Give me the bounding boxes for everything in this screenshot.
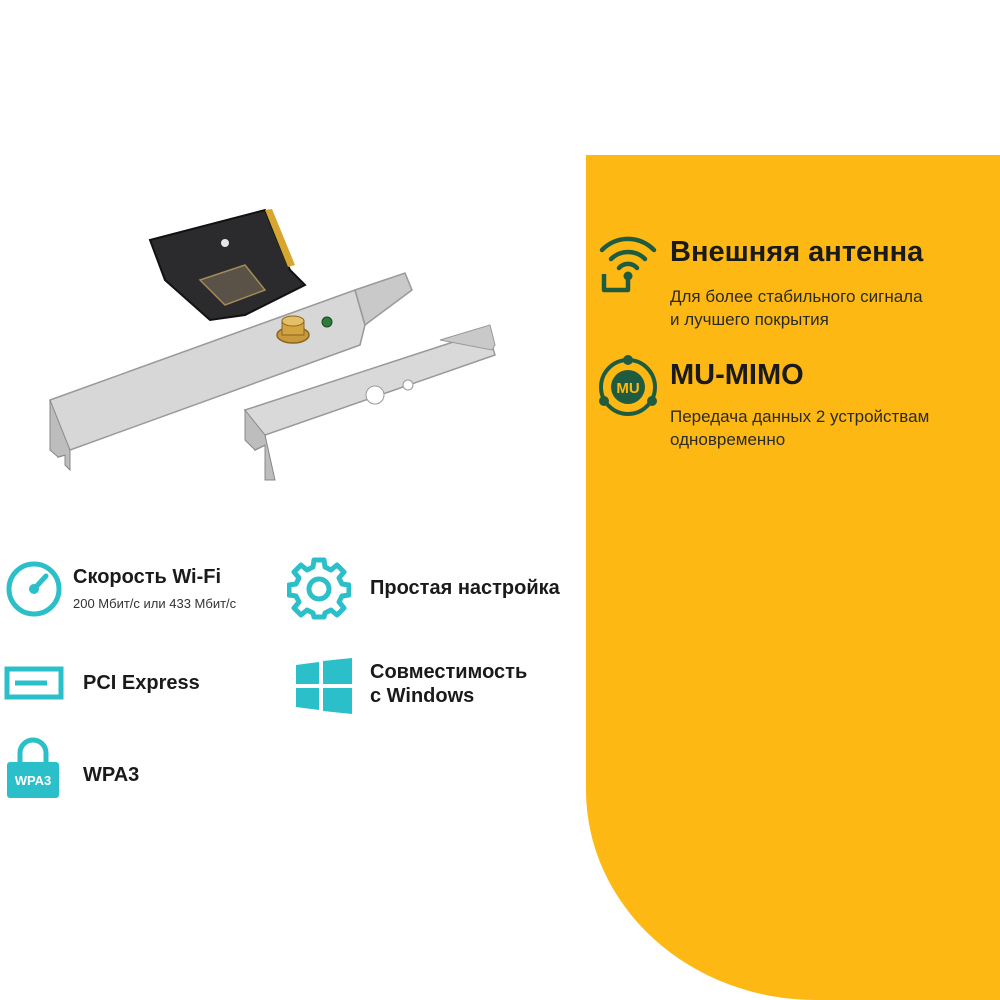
feature-easy-setup: Простая настройка — [285, 555, 575, 625]
antenna-description: Для более стабильного сигнала и лучшего … — [670, 287, 923, 329]
easy-setup-label: Простая настройка — [370, 577, 560, 599]
speedometer-icon — [6, 561, 62, 617]
feature-wifi-speed: Скорость Wi-Fi 200 Мбит/с или 433 Мбит/с — [0, 555, 290, 625]
feature-pci-express: PCI Express — [0, 660, 290, 710]
pci-express-label: PCI Express — [83, 672, 200, 694]
mu-mimo-description: Передача данных 2 устройствам одновремен… — [670, 407, 930, 449]
wifi-speed-label: Скорость Wi-Fi — [73, 566, 222, 588]
feature-external-antenna: Внешняя антенна Для более стабильного си… — [596, 232, 996, 332]
gear-icon — [287, 557, 351, 620]
wifi-speed-value: 200 Мбит/с или 433 Мбит/с — [73, 596, 237, 611]
antenna-title: Внешняя антенна — [670, 236, 924, 268]
windows-compat-label: Совместимость с Windows — [370, 661, 528, 707]
feature-windows-compat: Совместимость с Windows — [290, 655, 580, 725]
wpa3-label: WPA3 — [83, 764, 140, 786]
windows-icon — [296, 658, 352, 714]
wifi-antenna-icon — [599, 236, 657, 293]
svg-text:MU: MU — [616, 380, 639, 397]
svg-text:WPA3: WPA3 — [15, 773, 52, 788]
feature-wpa3: WPA3 WPA3 — [0, 735, 290, 805]
lock-icon: WPA3 — [7, 737, 59, 798]
pci-slot-icon — [4, 666, 64, 700]
mu-mimo-icon: MU — [599, 355, 657, 416]
mu-mimo-title: MU-MIMO — [670, 359, 804, 391]
feature-panel — [586, 155, 1000, 1000]
feature-mu-mimo: MU MU-MIMO Передача данных 2 устройствам… — [596, 355, 996, 455]
product-image — [49, 208, 496, 481]
